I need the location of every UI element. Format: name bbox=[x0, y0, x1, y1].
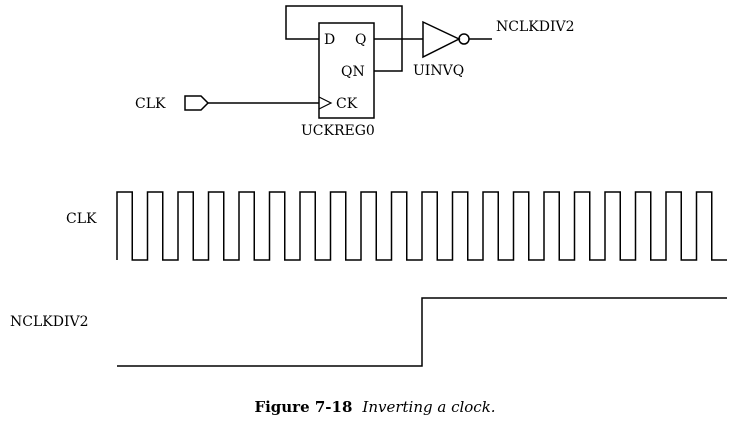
waveform-clk bbox=[116, 191, 727, 261]
waveform-label-nclkdiv2: NCLKDIV2 bbox=[10, 314, 89, 330]
register-pin-qn: QN bbox=[341, 64, 365, 80]
register-pin-d: D bbox=[324, 32, 335, 48]
output-net-label: NCLKDIV2 bbox=[496, 19, 575, 35]
timing-diagram: CLK NCLKDIV2 bbox=[10, 191, 727, 367]
schematic: D Q QN CK UCKREG0 UINVQ NCLKDIV2 CLK bbox=[135, 5, 575, 139]
waveform-nclkdiv2 bbox=[117, 297, 727, 367]
register-box bbox=[318, 22, 375, 119]
register-pin-q: Q bbox=[355, 32, 366, 48]
figure-number: Figure 7-18 bbox=[254, 398, 352, 416]
input-port-symbol bbox=[184, 95, 210, 111]
figure-caption-text: Inverting a clock. bbox=[361, 398, 495, 416]
feedback-wire bbox=[285, 5, 403, 72]
inverter-body bbox=[422, 20, 461, 59]
clock-triangle-marker bbox=[318, 96, 333, 110]
figure-caption: Figure 7-18 Inverting a clock. bbox=[254, 398, 495, 416]
waveform-label-clk: CLK bbox=[66, 211, 97, 227]
input-port-label: CLK bbox=[135, 96, 166, 112]
register-name: UCKREG0 bbox=[301, 123, 375, 139]
register-pin-ck: CK bbox=[336, 96, 358, 112]
inverter-name: UINVQ bbox=[413, 63, 464, 79]
